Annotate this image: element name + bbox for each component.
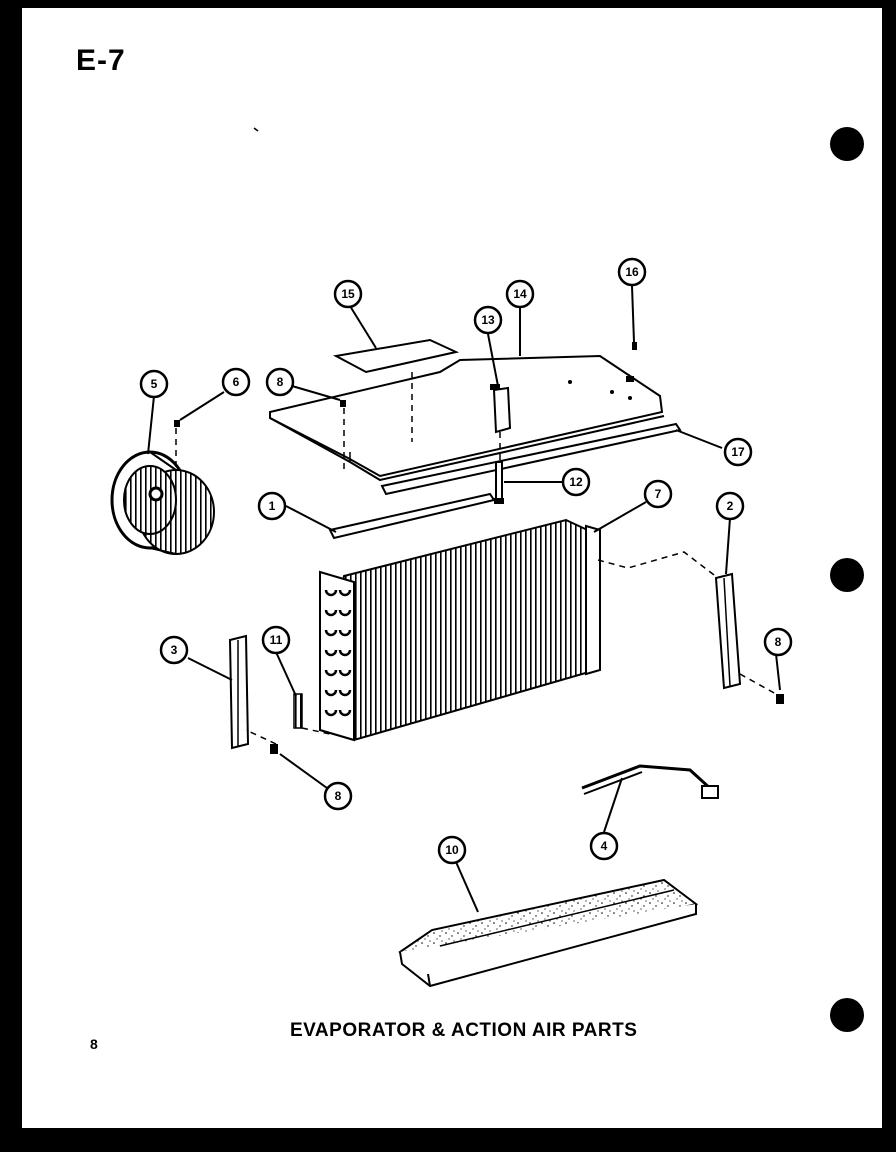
wire-harness bbox=[581, 764, 719, 799]
callout-circle bbox=[437, 835, 467, 865]
callout-10: 10 bbox=[437, 835, 467, 865]
return-bend bbox=[324, 649, 338, 657]
callout-number: 8 bbox=[775, 635, 782, 649]
screw-9-top bbox=[340, 400, 346, 407]
screw-6 bbox=[174, 420, 180, 427]
side-bracket-right bbox=[714, 572, 742, 690]
callout-15: 15 bbox=[333, 279, 363, 309]
callout-14: 14 bbox=[505, 279, 535, 309]
callout-16: 16 bbox=[617, 257, 647, 287]
callout-circle bbox=[589, 831, 619, 861]
callout-8: 8 bbox=[323, 781, 353, 811]
callout-number: 3 bbox=[171, 643, 178, 657]
callout-number: 4 bbox=[601, 839, 608, 853]
return-bend bbox=[338, 709, 352, 717]
assembly-lines bbox=[175, 372, 777, 745]
return-bend bbox=[324, 669, 338, 677]
drain-pan bbox=[398, 878, 699, 988]
callout-circle bbox=[333, 279, 363, 309]
binder-hole-middle bbox=[830, 558, 864, 592]
screw-9-right bbox=[776, 694, 784, 704]
bracket bbox=[490, 384, 512, 434]
callout-1: 1 bbox=[257, 491, 287, 521]
top-panel bbox=[269, 354, 665, 482]
cover-plate bbox=[332, 338, 460, 374]
callout-circle bbox=[617, 257, 647, 287]
callout-4: 4 bbox=[589, 831, 619, 861]
coil-return-bends bbox=[324, 589, 352, 717]
callout-circle bbox=[261, 625, 291, 655]
callout-circle bbox=[257, 491, 287, 521]
callout-circle bbox=[723, 437, 753, 467]
return-bend bbox=[338, 589, 352, 597]
callout-number: 8 bbox=[277, 375, 284, 389]
filter-rail bbox=[380, 422, 682, 496]
return-bend bbox=[324, 689, 338, 697]
return-bend bbox=[338, 629, 352, 637]
page-number: 8 bbox=[90, 1036, 98, 1052]
callout-number: 5 bbox=[151, 377, 158, 391]
evaporator-coil bbox=[318, 518, 601, 742]
callout-number: 16 bbox=[625, 265, 639, 279]
callout-6: 6 bbox=[221, 367, 251, 397]
screw-16 bbox=[626, 342, 637, 382]
return-bend bbox=[324, 609, 338, 617]
callout-circle bbox=[715, 491, 745, 521]
callout-circle bbox=[221, 367, 251, 397]
callout-number: 17 bbox=[731, 445, 745, 459]
return-bend bbox=[324, 589, 338, 597]
callout-number: 10 bbox=[445, 843, 459, 857]
callout-number: 7 bbox=[655, 487, 662, 501]
callout-circle bbox=[159, 635, 189, 665]
callout-number: 14 bbox=[513, 287, 527, 301]
spring bbox=[293, 693, 303, 729]
callout-number: 15 bbox=[341, 287, 355, 301]
callout-number: 13 bbox=[481, 313, 495, 327]
diagram-caption: EVAPORATOR & ACTION AIR PARTS bbox=[290, 1020, 638, 1041]
callout-7: 7 bbox=[643, 479, 673, 509]
leader-lines bbox=[147, 285, 781, 913]
callout-number: 1 bbox=[269, 499, 276, 513]
callout-circle bbox=[473, 305, 503, 335]
callout-number: 11 bbox=[270, 633, 283, 647]
screw-9-left bbox=[270, 744, 278, 754]
return-bend bbox=[338, 669, 352, 677]
callout-circle bbox=[763, 627, 793, 657]
callout-3: 3 bbox=[159, 635, 189, 665]
callout-12: 12 bbox=[561, 467, 591, 497]
callout-number: 12 bbox=[569, 475, 583, 489]
return-bend bbox=[338, 649, 352, 657]
callout-circle bbox=[643, 479, 673, 509]
blower-wheel bbox=[110, 450, 215, 555]
callout-5: 5 bbox=[139, 369, 169, 399]
binder-hole-top bbox=[830, 127, 864, 161]
return-bend bbox=[338, 689, 352, 697]
callout-8: 8 bbox=[763, 627, 793, 657]
callout-8: 8 bbox=[265, 367, 295, 397]
page-id: E-7 bbox=[76, 44, 126, 77]
return-bend bbox=[324, 629, 338, 637]
callout-number: 2 bbox=[727, 499, 734, 513]
return-bend bbox=[338, 609, 352, 617]
callout-circle bbox=[139, 369, 169, 399]
return-bend bbox=[324, 709, 338, 717]
binder-hole-bottom bbox=[830, 998, 864, 1032]
callout-circle bbox=[265, 367, 295, 397]
callout-17: 17 bbox=[723, 437, 753, 467]
callout-circle bbox=[323, 781, 353, 811]
callout-circle bbox=[505, 279, 535, 309]
callout-2: 2 bbox=[715, 491, 745, 521]
side-bracket-left bbox=[228, 634, 250, 750]
callout-number: 8 bbox=[335, 789, 342, 803]
callout-13: 13 bbox=[473, 305, 503, 335]
callout-11: 11 bbox=[261, 625, 291, 655]
callout-number: 6 bbox=[233, 375, 240, 389]
pin bbox=[494, 461, 504, 504]
seal-strip bbox=[328, 492, 496, 540]
callout-circle bbox=[561, 467, 591, 497]
